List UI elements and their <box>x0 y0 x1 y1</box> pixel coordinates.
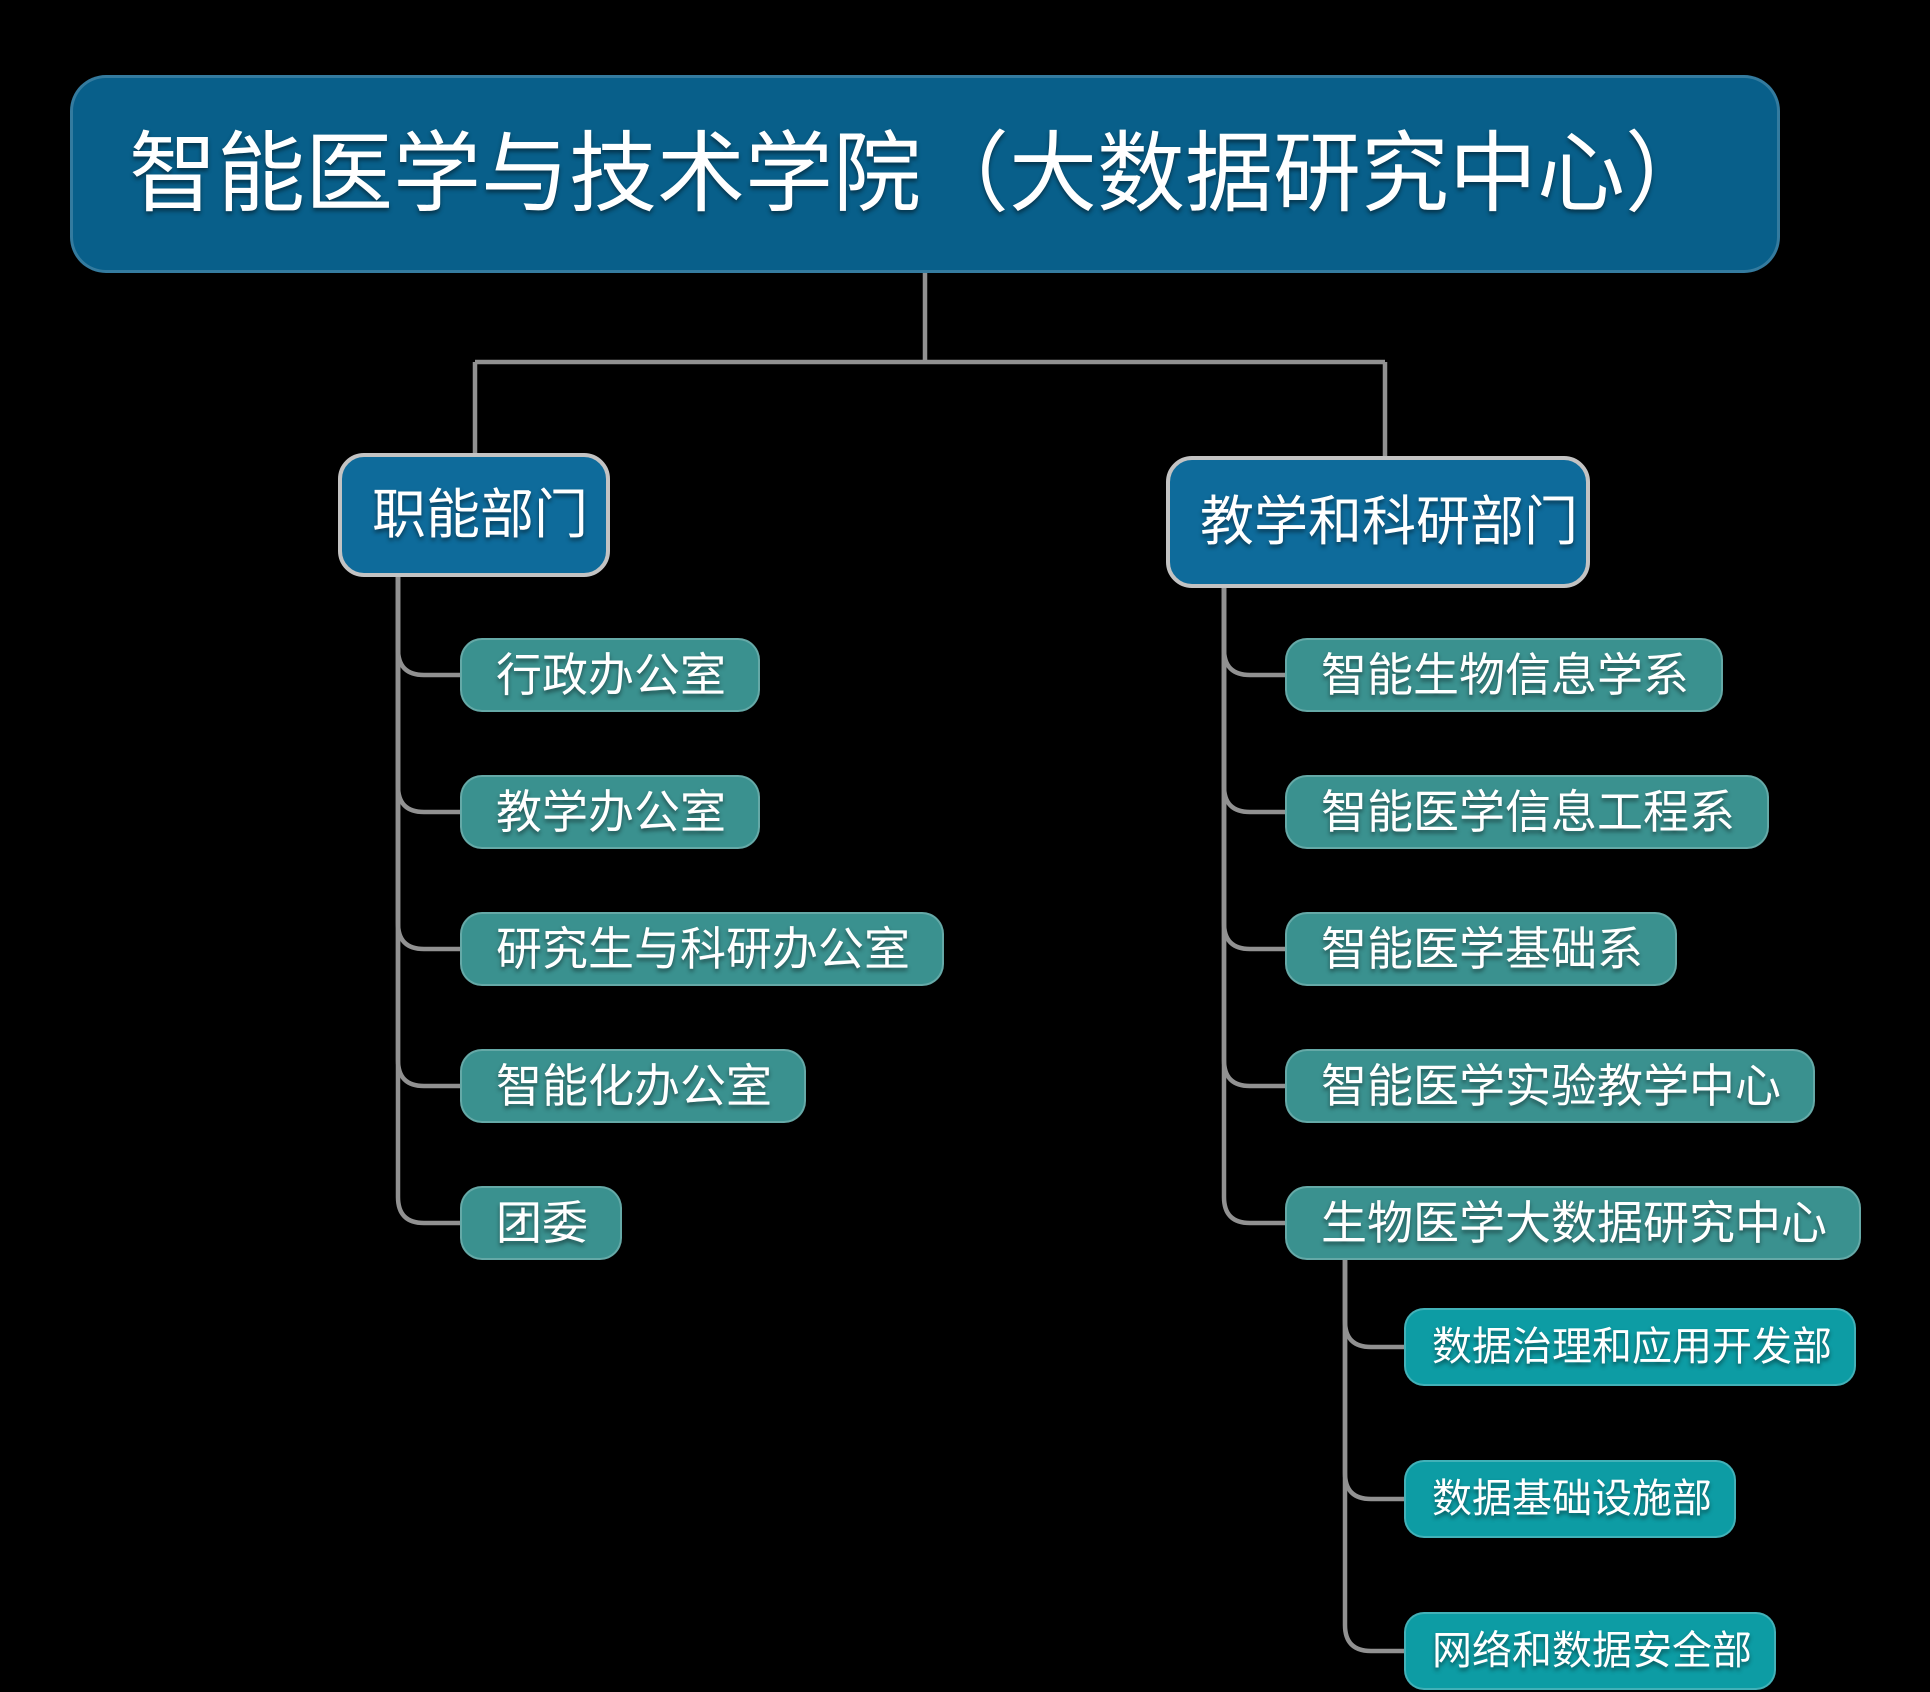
org-node-root[interactable]: 智能医学与技术学院（大数据研究中心） <box>70 75 1780 273</box>
org-node-level2[interactable]: 智能生物信息学系 <box>1285 638 1723 712</box>
org-node-level2[interactable]: 智能化办公室 <box>460 1049 806 1123</box>
org-node-level2[interactable]: 智能医学信息工程系 <box>1285 775 1769 849</box>
org-node-level2[interactable]: 智能医学实验教学中心 <box>1285 1049 1815 1123</box>
org-node-level2[interactable]: 研究生与科研办公室 <box>460 912 944 986</box>
org-node-level3[interactable]: 网络和数据安全部 <box>1404 1612 1776 1690</box>
org-node-level1[interactable]: 教学和科研部门 <box>1166 456 1590 588</box>
org-node-level2[interactable]: 教学办公室 <box>460 775 760 849</box>
org-node-level3[interactable]: 数据治理和应用开发部 <box>1404 1308 1856 1386</box>
org-node-level1[interactable]: 职能部门 <box>338 453 610 577</box>
org-node-level2[interactable]: 团委 <box>460 1186 622 1260</box>
org-node-level2[interactable]: 智能医学基础系 <box>1285 912 1677 986</box>
org-node-level3[interactable]: 数据基础设施部 <box>1404 1460 1736 1538</box>
org-node-level2[interactable]: 行政办公室 <box>460 638 760 712</box>
org-node-level2[interactable]: 生物医学大数据研究中心 <box>1285 1186 1861 1260</box>
